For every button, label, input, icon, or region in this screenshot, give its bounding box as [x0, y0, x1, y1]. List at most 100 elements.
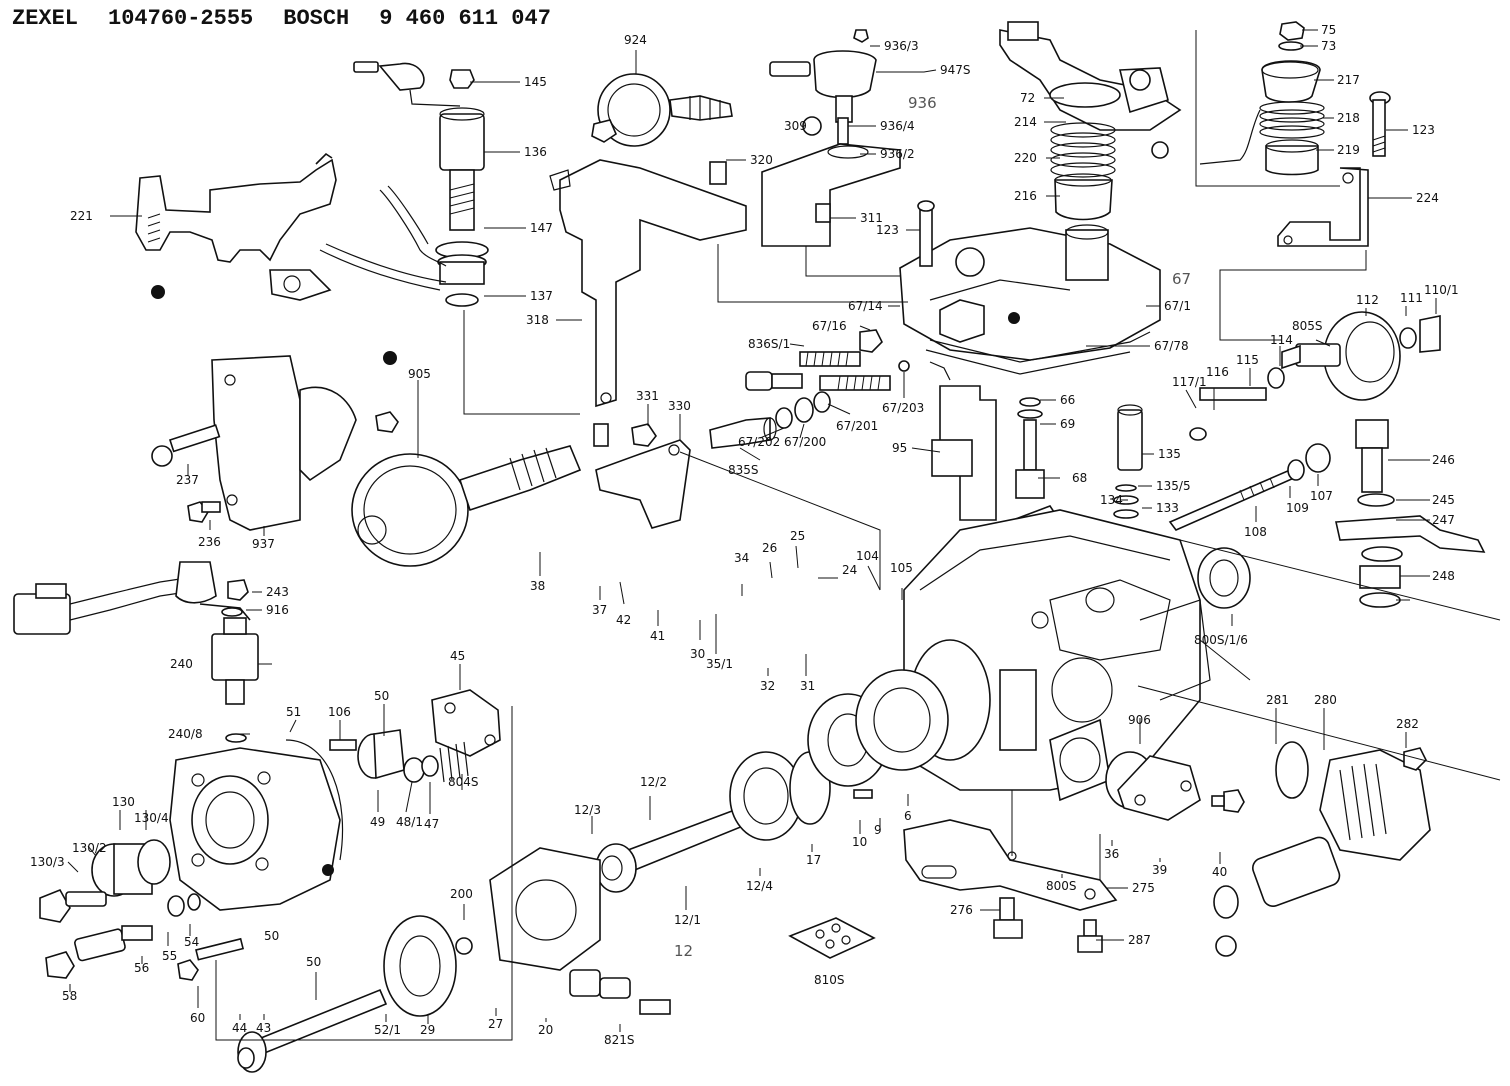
- label-55: 55: [162, 949, 177, 963]
- part-coupling-50: [329, 729, 405, 780]
- part-cap-spring-assembly: [1199, 21, 1325, 176]
- part-bracket-221: [135, 152, 337, 301]
- label-56: 56: [134, 961, 149, 975]
- label-309: 309: [784, 119, 807, 133]
- label-217: 217: [1337, 73, 1360, 87]
- label-135: 135: [1158, 447, 1181, 461]
- label-281: 281: [1266, 693, 1289, 707]
- label-236: 236: [198, 535, 221, 549]
- bosch-part-number: 9 460 611 047: [379, 6, 551, 31]
- part-drive-shaft-12: [595, 669, 949, 893]
- label-137: 137: [530, 289, 553, 303]
- label-220: 220: [1014, 151, 1037, 165]
- part-diaphragm-905: [211, 351, 609, 567]
- label-48-1: 48/1: [396, 815, 423, 829]
- label-58: 58: [62, 989, 77, 1003]
- part-bracket-330: [595, 423, 691, 529]
- label-237: 237: [176, 473, 199, 487]
- label-221: 221: [70, 209, 93, 223]
- label-112: 112: [1356, 293, 1379, 307]
- label-108: 108: [1244, 525, 1267, 539]
- label-246: 246: [1432, 453, 1455, 467]
- label-248: 248: [1432, 569, 1455, 583]
- label-75: 75: [1321, 23, 1336, 37]
- label-20: 20: [538, 1023, 553, 1037]
- assembly-lines: [215, 30, 1501, 1041]
- part-solenoid-280: [1213, 741, 1431, 957]
- label-916: 916: [266, 603, 289, 617]
- part-disc-29: [237, 915, 457, 1073]
- label-37: 37: [592, 603, 607, 617]
- label-287: 287: [1128, 933, 1151, 947]
- label-804s: 804S: [448, 775, 479, 789]
- label-105: 105: [890, 561, 913, 575]
- label-240: 240: [170, 657, 193, 671]
- part-connector-240: [13, 561, 259, 743]
- part-governor-cover-67: [899, 200, 1161, 375]
- label-34: 34: [734, 551, 749, 565]
- label-12-1: 12/1: [674, 913, 701, 927]
- label-280: 280: [1314, 693, 1337, 707]
- label-114: 114: [1270, 333, 1293, 347]
- label-31: 31: [800, 679, 815, 693]
- label-12-3: 12/3: [574, 803, 601, 817]
- label-50-upper: 50: [374, 689, 389, 703]
- label-240-8: 240/8: [168, 727, 203, 741]
- label-36: 36: [1104, 847, 1119, 861]
- label-836s-1: 836S/1: [748, 337, 790, 351]
- part-spring-804s: [403, 741, 469, 783]
- label-906: 906: [1128, 713, 1151, 727]
- label-67-200: 67/200: [784, 435, 826, 449]
- part-gasket-kit-810s: [788, 917, 876, 959]
- label-45: 45: [450, 649, 465, 663]
- label-219: 219: [1337, 143, 1360, 157]
- label-214: 214: [1014, 115, 1037, 129]
- label-117-1: 117/1: [1172, 375, 1207, 389]
- label-936-4: 936/4: [880, 119, 915, 133]
- label-43: 43: [256, 1021, 271, 1035]
- label-136: 136: [524, 145, 547, 159]
- label-12-4: 12/4: [746, 879, 773, 893]
- label-282: 282: [1396, 717, 1419, 731]
- part-bracket-224: [1277, 167, 1369, 247]
- label-805s: 805S: [1292, 319, 1323, 333]
- part-labels: 75 73 217 218 219 123 224 72 214 220 216…: [30, 23, 1459, 1047]
- label-947s: 947S: [940, 63, 971, 77]
- label-936-2: 936/2: [880, 147, 915, 161]
- label-224: 224: [1416, 191, 1439, 205]
- label-130-2: 130/2: [72, 841, 107, 855]
- part-sensor-936: [761, 29, 901, 247]
- brand-zexel: ZEXEL: [12, 6, 79, 31]
- part-bracket-318: [549, 73, 747, 408]
- label-320: 320: [750, 153, 773, 167]
- label-147: 147: [530, 221, 553, 235]
- label-218: 218: [1337, 111, 1360, 125]
- label-924: 924: [624, 33, 647, 47]
- label-145: 145: [524, 75, 547, 89]
- label-12-2: 12/2: [640, 775, 667, 789]
- label-905: 905: [408, 367, 431, 381]
- label-52-1: 52/1: [374, 1023, 401, 1037]
- label-38: 38: [530, 579, 545, 593]
- label-51: 51: [286, 705, 301, 719]
- label-72: 72: [1020, 91, 1035, 105]
- label-50-head: 50: [264, 929, 279, 943]
- label-110-1: 110/1: [1424, 283, 1459, 297]
- label-330: 330: [668, 399, 691, 413]
- part-cover-plate-39: [1105, 751, 1245, 821]
- label-109: 109: [1286, 501, 1309, 515]
- label-44: 44: [232, 1021, 247, 1035]
- label-24: 24: [842, 563, 857, 577]
- label-130-3: 130/3: [30, 855, 65, 869]
- part-seal-800s-1-6: [1197, 547, 1251, 609]
- part-bolt-60: [177, 937, 245, 981]
- label-35-1: 35/1: [706, 657, 733, 671]
- label-810s: 810S: [814, 973, 845, 987]
- part-valve-58: [45, 893, 201, 979]
- part-gear-112: [1189, 311, 1441, 441]
- part-pump-housing: [903, 509, 1211, 802]
- zexel-part-number: 104760-2555: [108, 6, 254, 31]
- part-screw-row-67: [745, 329, 910, 391]
- label-47: 47: [424, 817, 439, 831]
